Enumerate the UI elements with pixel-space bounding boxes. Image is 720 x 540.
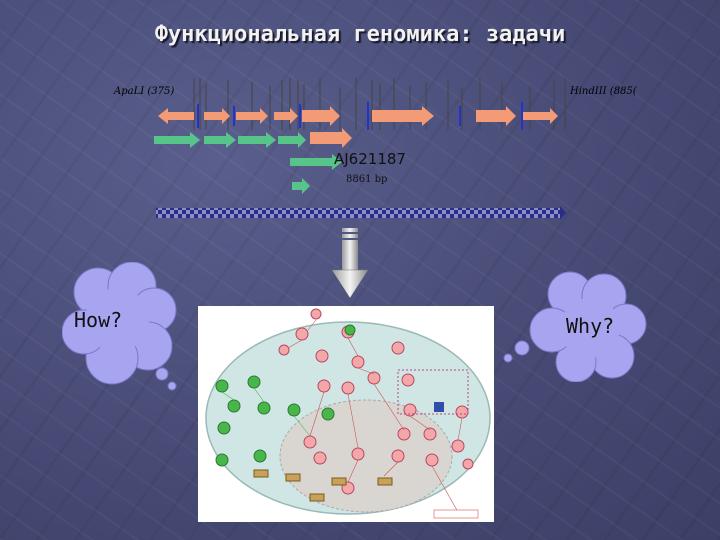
right-site-label: HindIII (885( <box>569 86 638 97</box>
accession-label: AJ621187 <box>334 150 406 168</box>
grey-down-arrow-icon <box>330 228 370 300</box>
signaling-pathway-figure <box>198 306 494 522</box>
pathway-diagram <box>198 306 494 522</box>
slide-title: Функциональная геномика: задачи <box>0 22 720 47</box>
left-site-label: ApaLI (375) <box>113 86 174 97</box>
how-label: How? <box>74 308 122 332</box>
gene-map: ApaLI (375) HindIII (885( <box>110 70 650 230</box>
length-label: 8861 bp <box>346 174 387 185</box>
sequence-scale-bar <box>156 208 560 218</box>
why-label: Why? <box>566 314 614 338</box>
